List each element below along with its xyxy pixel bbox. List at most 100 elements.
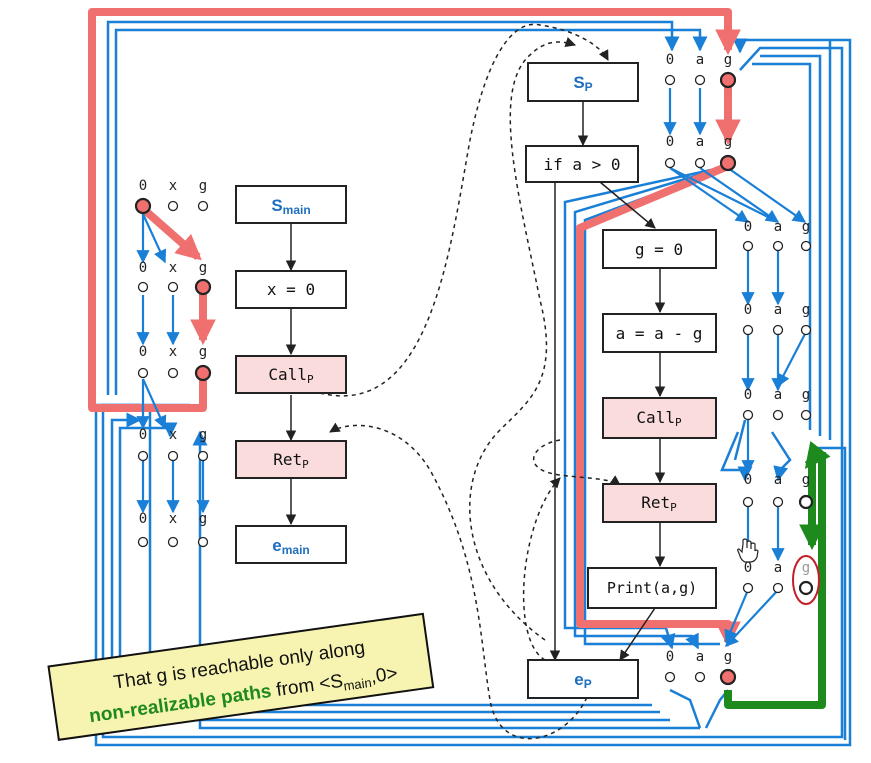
fact-node: [694, 74, 706, 86]
cfg-node-x-assign: x = 0: [235, 270, 347, 309]
cfg-node-e-main: emain: [235, 525, 347, 564]
g-assign-label: g = 0: [635, 240, 683, 259]
fact-node: [800, 240, 812, 252]
fact-node: [742, 582, 754, 594]
fact-node: [167, 200, 179, 212]
if-label: if a > 0: [543, 155, 620, 174]
fact-label: g: [199, 344, 207, 360]
cfg-node-ret-main: RetP: [235, 440, 347, 479]
fact-label: x: [169, 511, 177, 527]
a-assign-label: a = a - g: [616, 324, 703, 343]
fact-label: 0: [744, 472, 752, 488]
fact-node: [167, 450, 179, 462]
fact-node: [197, 200, 209, 212]
fact-node: [798, 580, 814, 596]
fact-label: x: [169, 344, 177, 360]
reached-fact-node: [719, 668, 737, 686]
svg-text:Smain: Smain: [271, 196, 310, 217]
reached-fact-node: [194, 364, 212, 382]
fact-label: 0: [139, 260, 147, 276]
fact-label: x: [169, 427, 177, 443]
cfg-node-s-main: Smain: [235, 185, 347, 224]
fact-label: g: [199, 178, 207, 194]
cfg-node-e-p: eP: [527, 659, 639, 699]
print-label: Print(a,g): [607, 579, 697, 597]
svg-text:SP: SP: [573, 73, 592, 94]
fact-node: [694, 671, 706, 683]
fact-node: [772, 409, 784, 421]
fact-node: [197, 450, 209, 462]
call-p-base: Call: [636, 408, 675, 427]
fact-node: [772, 240, 784, 252]
call-main-base: Call: [268, 365, 307, 384]
cfg-node-g-assign: g = 0: [602, 229, 717, 269]
fact-label: g: [724, 134, 732, 150]
reached-fact-node: [194, 278, 212, 296]
fact-label: g: [724, 649, 732, 665]
fact-label: 0: [666, 649, 674, 665]
fact-node: [742, 496, 754, 508]
proc-fact-edges: [663, 88, 807, 647]
e-p-base: e: [574, 670, 583, 689]
fact-node: [137, 536, 149, 548]
svg-text:emain: emain: [272, 536, 309, 557]
fact-node: [798, 494, 814, 510]
svg-text:eP: eP: [574, 670, 591, 691]
note-rest-suffix: ,0>: [369, 663, 399, 688]
fact-label: a: [774, 560, 782, 576]
fact-label: g: [199, 427, 207, 443]
cfg-node-print: Print(a,g): [587, 567, 717, 609]
fact-label: g: [199, 511, 207, 527]
fact-node: [197, 536, 209, 548]
ret-p-sub: P: [670, 501, 677, 514]
fact-node: [694, 157, 706, 169]
s-main-sub: main: [283, 203, 311, 217]
cfg-node-call-main: CallP: [235, 355, 347, 394]
fact-label: 0: [666, 134, 674, 150]
cfg-node-if: if a > 0: [525, 145, 639, 183]
fact-label: a: [774, 472, 782, 488]
fact-node: [137, 450, 149, 462]
svg-text:CallP: CallP: [268, 365, 314, 386]
fact-label: g: [802, 387, 810, 403]
s-p-base: S: [573, 73, 584, 92]
note-sub: main: [343, 675, 373, 694]
fact-label: 0: [139, 427, 147, 443]
fact-label: 0: [744, 560, 752, 576]
fact-node: [167, 281, 179, 293]
dashed-interprocedural-arrows: [319, 23, 621, 740]
fact-node: [137, 281, 149, 293]
fact-label: 0: [744, 387, 752, 403]
reached-fact-node: [134, 197, 152, 215]
fact-label: 0: [139, 511, 147, 527]
fact-node: [742, 409, 754, 421]
ret-main-sub: P: [302, 458, 309, 471]
fact-label: 0: [666, 52, 674, 68]
svg-text:CallP: CallP: [636, 408, 682, 429]
fact-node: [772, 582, 784, 594]
fact-label: g: [802, 472, 810, 488]
ret-main-base: Ret: [273, 450, 302, 469]
fact-node: [167, 367, 179, 379]
cfg-edges: [285, 101, 666, 662]
fact-label: a: [696, 134, 704, 150]
fact-node: [167, 536, 179, 548]
fact-label: 0: [139, 178, 147, 194]
e-main-sub: main: [282, 543, 310, 557]
highlight-ellipse: [792, 555, 820, 605]
fact-label: 0: [744, 302, 752, 318]
fact-label: 0: [139, 344, 147, 360]
s-p-sub: P: [585, 80, 593, 94]
fact-node: [742, 240, 754, 252]
fact-node: [664, 671, 676, 683]
fact-node: [800, 409, 812, 421]
fact-label: g: [724, 52, 732, 68]
x-assign-label: x = 0: [267, 280, 315, 299]
fact-node: [742, 324, 754, 336]
fact-label: g: [802, 219, 810, 235]
fact-label: a: [774, 387, 782, 403]
green-path: [724, 440, 831, 709]
